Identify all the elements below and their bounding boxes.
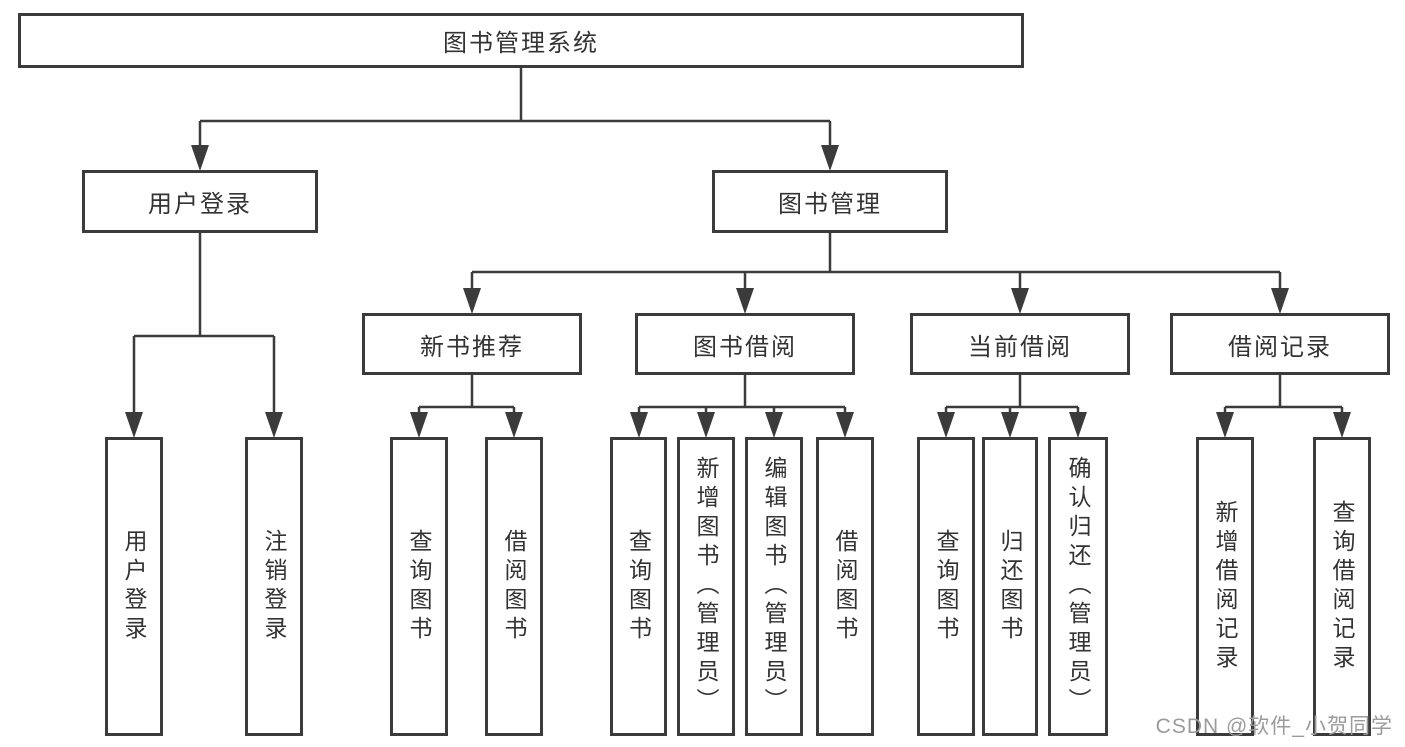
node-label: 查询图书	[625, 528, 652, 645]
node-label: 新增借阅记录	[1212, 499, 1238, 674]
node-label: 编辑图书（管理员）	[761, 456, 787, 717]
node-label: 查询借阅记录	[1329, 499, 1355, 674]
connector-current-borrow-to-leaves	[937, 375, 1087, 438]
node-label: 用户登录	[148, 191, 252, 218]
connector-new-book-to-leaves	[410, 375, 523, 438]
node-label: 借阅图书	[832, 528, 858, 645]
leaf-borrow-edit-books-admin: 编辑图书（管理员）	[745, 437, 803, 736]
node-label: 注销登录	[261, 528, 287, 645]
leaf-borrow-query-books: 查询图书	[610, 437, 667, 736]
node-label: 借阅记录	[1228, 333, 1332, 361]
node-book-borrow: 图书借阅	[635, 313, 855, 375]
connector-borrow-records-to-leaves	[1216, 375, 1351, 438]
node-label: 查询图书	[933, 528, 959, 645]
leaf-newbook-query-books: 查询图书	[390, 437, 448, 736]
connector-book-borrow-to-leaves	[630, 375, 854, 438]
node-user-login: 用户登录	[82, 170, 318, 233]
node-current-borrow: 当前借阅	[910, 313, 1130, 375]
node-label: 图书管理	[778, 191, 882, 218]
node-label: 新书推荐	[420, 333, 524, 361]
node-label: 查询图书	[406, 528, 432, 645]
leaf-current-confirm-return-admin: 确认归还（管理员）	[1048, 437, 1108, 736]
node-borrow-records: 借阅记录	[1170, 313, 1390, 375]
leaf-user-login: 用户登录	[105, 437, 163, 736]
node-book-management: 图书管理	[712, 170, 948, 233]
node-root: 图书管理系统	[18, 13, 1024, 68]
node-label: 借阅图书	[501, 528, 527, 645]
connector-book-mgmt-to-level3	[463, 233, 1289, 314]
node-label: 当前借阅	[968, 333, 1072, 361]
leaf-records-add-record: 新增借阅记录	[1196, 437, 1254, 736]
leaf-logout: 注销登录	[245, 437, 303, 736]
node-new-book-recommend: 新书推荐	[362, 313, 582, 375]
node-label: 用户登录	[121, 528, 147, 645]
leaf-current-return-books: 归还图书	[982, 437, 1038, 736]
leaf-newbook-borrow-books: 借阅图书	[485, 437, 543, 736]
node-label: 新增图书（管理员）	[693, 456, 719, 717]
node-label: 确认归还（管理员）	[1065, 456, 1091, 717]
node-label: 归还图书	[997, 528, 1023, 645]
node-label: 图书借阅	[693, 333, 797, 361]
csdn-watermark: CSDN @软件_小贺同学	[1155, 715, 1393, 738]
leaf-records-query-record: 查询借阅记录	[1313, 437, 1371, 736]
leaf-current-query-books: 查询图书	[917, 437, 975, 736]
leaf-borrow-borrow-books: 借阅图书	[816, 437, 874, 736]
connector-root-to-level2	[191, 68, 839, 171]
node-label: 图书管理系统	[443, 30, 599, 57]
connector-user-login-to-leaves	[125, 233, 283, 438]
leaf-borrow-add-books-admin: 新增图书（管理员）	[677, 437, 735, 736]
